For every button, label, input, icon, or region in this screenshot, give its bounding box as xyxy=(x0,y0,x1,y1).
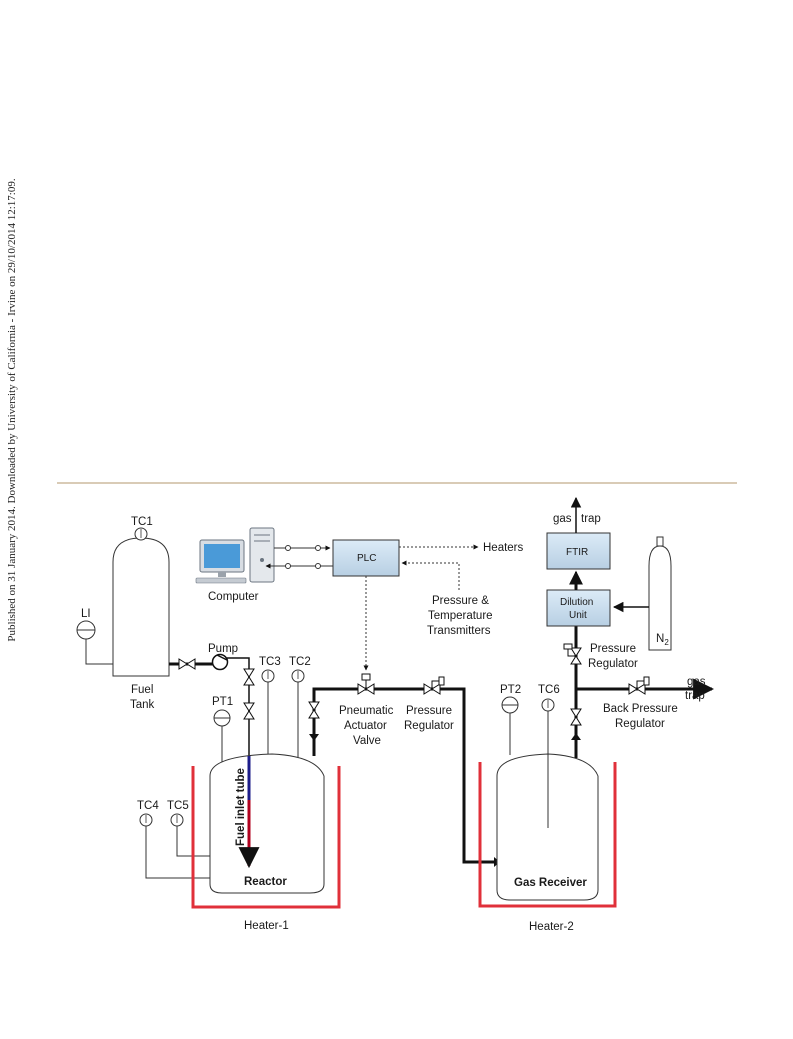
plc-label: PLC xyxy=(357,553,376,564)
n2-cylinder xyxy=(648,536,672,651)
gas-trap-right-label-2: trap xyxy=(685,690,705,702)
computer-label: Computer xyxy=(208,591,259,603)
outlet-valve xyxy=(308,701,320,719)
dilution-unit-label-2: Unit xyxy=(569,610,587,621)
n2-label-main: N xyxy=(656,633,664,645)
pneumatic-valve-label-2: Actuator xyxy=(344,720,387,732)
tank-valve xyxy=(178,658,196,670)
tc6-label: TC6 xyxy=(538,684,560,696)
pressure-regulator-1 xyxy=(423,676,445,695)
pressure-regulator-2-label-1: Pressure xyxy=(590,643,636,655)
transmitters-label-2: Temperature xyxy=(428,610,493,622)
computer-icon xyxy=(195,527,275,584)
fuel-tank xyxy=(112,537,170,677)
pressure-regulator-2 xyxy=(563,643,582,665)
back-pressure-regulator xyxy=(628,676,650,695)
gas-trap-top-label-2: trap xyxy=(581,513,601,525)
fuel-tank-label-2: Tank xyxy=(130,699,155,711)
pt1-label: PT1 xyxy=(212,696,233,708)
li-label: LI xyxy=(81,608,91,620)
fuel-valve-2 xyxy=(243,702,255,720)
tc5-label: TC5 xyxy=(167,800,189,812)
pressure-regulator-1-label-2: Regulator xyxy=(404,720,454,732)
dilution-unit-label-1: Dilution xyxy=(560,597,593,608)
plc-box xyxy=(332,539,400,577)
outlet-arrowhead xyxy=(309,734,319,741)
dilution-unit-box xyxy=(546,589,611,627)
reactor-label: Reactor xyxy=(244,876,287,888)
heaters-label: Heaters xyxy=(483,542,524,554)
tc3-label: TC3 xyxy=(259,656,281,668)
pump-outlet-line xyxy=(227,657,250,756)
gas-receiver-label: Gas Receiver xyxy=(514,877,587,889)
pt1-gauge xyxy=(213,709,231,762)
divider-rule xyxy=(57,482,737,484)
ftir-box xyxy=(546,532,611,570)
heater-2-label: Heater-2 xyxy=(529,921,574,933)
gas-trap-right-label-1: gas xyxy=(687,676,706,688)
tc1-label: TC1 xyxy=(131,516,153,528)
plc-signal-lines xyxy=(363,544,479,671)
back-pressure-regulator-label-2: Regulator xyxy=(615,718,665,730)
transmitters-label-1: Pressure & xyxy=(432,595,489,607)
heater-1-jacket xyxy=(191,766,341,909)
pump-label: Pump xyxy=(208,643,238,655)
heater-2-jacket xyxy=(478,762,617,908)
pt2-label: PT2 xyxy=(500,684,521,696)
tc4-sensor xyxy=(139,813,210,879)
tc2-label: TC2 xyxy=(289,656,311,668)
computer-plc-link xyxy=(265,545,333,569)
heater-1-label: Heater-1 xyxy=(244,920,289,932)
fuel-valve-1 xyxy=(243,668,255,686)
fuel-tank-label-1: Fuel xyxy=(131,684,153,696)
tc6-sensor xyxy=(541,698,555,828)
n2-label-subscript: 2 xyxy=(664,638,669,647)
reactor-vessel xyxy=(209,753,325,894)
gas-trap-top-label-1: gas xyxy=(553,513,572,525)
pneumatic-valve-label-3: Valve xyxy=(353,735,381,747)
level-indicator xyxy=(76,620,113,665)
n2-label: N2 xyxy=(656,633,669,647)
tc4-label: TC4 xyxy=(137,800,159,812)
receiver-outlet-arrowhead xyxy=(571,733,581,740)
tc5-sensor xyxy=(170,813,210,857)
back-pressure-regulator-label-1: Back Pressure xyxy=(603,703,678,715)
pressure-regulator-1-label-1: Pressure xyxy=(406,705,452,717)
fuel-inlet-tube-label: Fuel inlet tube xyxy=(235,768,247,846)
receiver-outlet-valve xyxy=(570,708,582,726)
tc1-sensor xyxy=(134,527,148,541)
pt2-gauge xyxy=(501,696,519,755)
pump-icon xyxy=(211,653,229,671)
pressure-regulator-2-label-2: Regulator xyxy=(588,658,638,670)
pneumatic-actuator-valve xyxy=(357,673,375,695)
pneumatic-valve-label-1: Pneumatic xyxy=(339,705,394,717)
transmitters-label-3: Transmitters xyxy=(427,625,491,637)
ftir-label: FTIR xyxy=(566,547,588,558)
